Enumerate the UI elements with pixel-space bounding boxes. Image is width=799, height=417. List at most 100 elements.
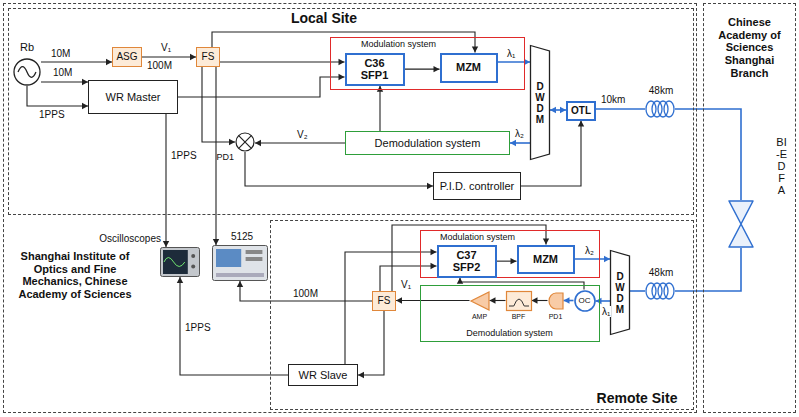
arrow-head	[358, 372, 364, 378]
connector-line	[675, 248, 741, 291]
arrow-head	[578, 121, 584, 127]
node-label: Chinese Academy of Sciences Shanghai Bra…	[706, 16, 793, 79]
connector-line	[180, 277, 288, 375]
edge-label: λ₂	[584, 245, 595, 256]
device-box: MZM	[517, 245, 575, 274]
edge-label: 100M	[146, 60, 173, 71]
shape-part	[729, 201, 753, 247]
connector	[510, 140, 530, 146]
node-label: 48km	[644, 85, 678, 97]
connector	[596, 298, 611, 304]
connector	[396, 297, 470, 303]
device-box: Demodulation system	[345, 131, 510, 155]
node-label: AMP	[465, 313, 495, 321]
mixer-symbol-outline	[235, 132, 255, 152]
fiber-spool-outline	[645, 282, 675, 300]
shape-part	[163, 250, 188, 274]
connector	[212, 32, 478, 53]
connector-line	[165, 114, 166, 247]
connector	[532, 297, 548, 303]
shape-part	[531, 46, 550, 160]
fiber-spool: 48km	[645, 100, 675, 118]
edge-label: λ₁	[601, 306, 611, 317]
device-box: WR Master	[88, 80, 178, 114]
shape-part	[164, 258, 185, 267]
connector	[245, 152, 433, 189]
device-box: Modulation systemC37 SFP2MZM	[420, 230, 600, 278]
node-label: DWDM	[615, 271, 625, 315]
connector-line	[358, 311, 384, 375]
arrow-head	[510, 140, 516, 146]
connector	[178, 74, 345, 97]
shape-part	[575, 291, 595, 311]
edge-label: 10M	[52, 67, 73, 78]
connector-line	[41, 61, 112, 62]
filter-symbol-outline	[506, 291, 532, 311]
shape-part	[216, 249, 241, 267]
connector	[630, 291, 645, 292]
arrow-head	[255, 140, 261, 146]
node-label: Oscilloscopes	[88, 233, 161, 245]
node-label: Modulation system	[358, 39, 440, 49]
shape-part	[549, 293, 563, 309]
node-label: Rb	[12, 41, 42, 54]
arrow-head	[213, 239, 219, 245]
filter-symbol: BPF	[506, 291, 532, 311]
arrow-head	[532, 297, 538, 303]
shape-part	[652, 101, 662, 117]
edge-label: V₂	[296, 129, 309, 140]
node-label: MZM	[533, 253, 558, 266]
arrow-head	[490, 297, 496, 303]
connector	[255, 140, 345, 146]
device-box: ASG	[112, 47, 142, 67]
photodetector-symbol-outline	[548, 292, 564, 310]
connector	[405, 66, 440, 72]
connector	[237, 281, 372, 301]
connector-line	[380, 266, 437, 291]
node-label: OC	[579, 296, 591, 305]
shape-part	[509, 299, 529, 306]
shape-part	[646, 283, 656, 299]
shape-part	[191, 265, 195, 269]
node-label: C37 SFP2	[448, 249, 486, 274]
shape-part	[658, 283, 668, 299]
device-box: C37 SFP2	[437, 245, 497, 278]
counter-icon-outline	[212, 245, 268, 281]
node-label: PD1	[210, 152, 234, 162]
connector	[596, 109, 645, 110]
dwdm-block: DWDM	[610, 250, 630, 335]
arrow-head	[377, 86, 383, 92]
dwdm-block: DWDM	[530, 45, 550, 160]
fiber-spool-outline	[645, 100, 675, 118]
node-label: WR Slave	[299, 369, 348, 382]
node-label: Local Site	[262, 10, 386, 26]
node-label: 48km	[644, 267, 678, 279]
device-box: FS	[196, 47, 220, 67]
amplifier-symbol-outline	[470, 291, 490, 311]
arrow-head	[177, 277, 183, 283]
connector	[498, 59, 531, 65]
edge-label: 1PPS	[184, 322, 212, 333]
device-box: OTL	[566, 101, 596, 121]
site-region: Chinese Academy of Sciences Shanghai Bra…	[703, 3, 796, 413]
edge-label: 100M	[292, 288, 319, 299]
arrow-head	[457, 278, 463, 284]
connector-line	[596, 108, 645, 110]
arrow-head	[604, 256, 610, 262]
device-box: Modulation systemC36 SFP1MZM	[330, 37, 525, 90]
shape-part	[471, 292, 489, 310]
shape-part	[506, 291, 531, 310]
site-region: Remote SiteModulation systemC37 SFP2MZMD…	[270, 220, 694, 410]
connector-line	[460, 278, 584, 290]
free-label: 10km	[600, 94, 626, 105]
free-label: V₁	[160, 42, 172, 53]
site-region: Local SiteRb ASG FS WR Master Modulation sys…	[8, 8, 694, 215]
edfa-symbol-outline	[728, 200, 754, 248]
arrow-head	[564, 297, 570, 303]
connector-line	[245, 152, 433, 186]
shape-part	[246, 257, 263, 261]
connector	[380, 263, 437, 291]
node-label: BI-EDFA	[776, 136, 787, 196]
device-box: MZM	[440, 53, 498, 83]
